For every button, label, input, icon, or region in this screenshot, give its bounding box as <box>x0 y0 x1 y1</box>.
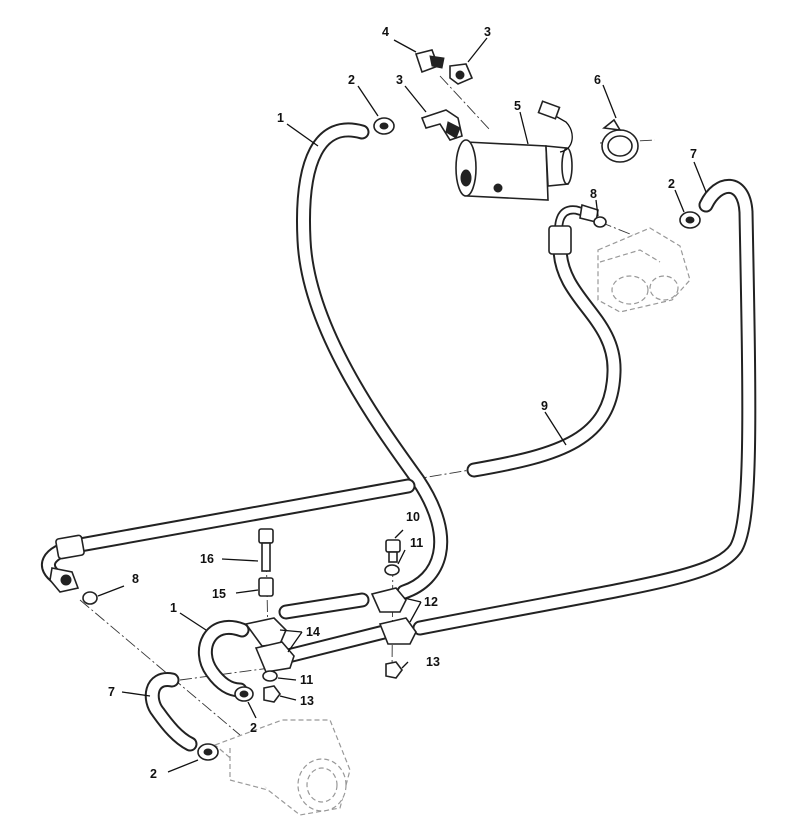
callout-9: 9 <box>541 399 548 413</box>
clamp-2-bottom <box>197 743 219 761</box>
callout-11-upper: 11 <box>410 536 423 550</box>
nut-13-right <box>385 661 403 679</box>
washer-11-upper <box>384 564 400 576</box>
callout-8-left: 8 <box>132 572 139 586</box>
ghost-filter-housing <box>597 227 691 313</box>
bolt-16 <box>258 528 274 572</box>
callout-1-lower: 1 <box>170 601 177 615</box>
hose-7-right <box>412 178 757 636</box>
clamp-2-lower <box>234 686 254 702</box>
left-tube-fitting <box>49 534 85 593</box>
callout-15: 15 <box>212 587 226 601</box>
callout-14: 14 <box>306 625 320 639</box>
hose-1-upper <box>296 122 449 600</box>
callout-16: 16 <box>200 552 214 566</box>
callout-11-lower: 11 <box>300 673 313 687</box>
callout-7-left: 7 <box>108 685 115 699</box>
callout-7-right: 7 <box>690 147 697 161</box>
tube-9-fitting <box>548 203 599 255</box>
hose-1-lower <box>197 620 250 698</box>
ghost-lower-assembly <box>213 719 351 816</box>
fitting-3-upper <box>449 63 474 85</box>
metal-tube-long <box>41 478 416 586</box>
callout-2-right: 2 <box>668 177 675 191</box>
short-tubes <box>278 592 392 664</box>
callout-3-lower: 3 <box>396 73 403 87</box>
fitting-3-lower <box>420 109 463 141</box>
callout-2-bottom: 2 <box>150 767 157 781</box>
spacer-15 <box>258 577 274 597</box>
callout-13-lower: 13 <box>300 694 314 708</box>
callout-1-top: 1 <box>277 111 284 125</box>
clamps-12 <box>370 587 417 645</box>
callout-10: 10 <box>406 510 420 524</box>
bolt-10 <box>385 539 401 563</box>
hose-7-left <box>144 672 198 752</box>
washer-11-lower <box>262 670 278 682</box>
callout-5: 5 <box>514 99 521 113</box>
part-6-clamp <box>601 118 639 163</box>
callout-labels: 1 2 3 4 3 5 6 7 2 8 9 10 11 12 13 16 15 … <box>108 25 697 781</box>
callout-8-upper: 8 <box>590 187 597 201</box>
hose-9 <box>466 242 622 478</box>
washer-8-left <box>82 591 98 605</box>
callout-2-lower: 2 <box>250 721 257 735</box>
clamps-14 <box>244 617 295 673</box>
callout-2-top: 2 <box>348 73 355 87</box>
callout-leaders <box>97 37 707 773</box>
callout-4: 4 <box>382 25 389 39</box>
nut-13-lower <box>263 685 281 703</box>
fitting-4 <box>414 49 445 74</box>
part-5-block <box>455 100 573 201</box>
clamp-2-top <box>373 117 395 135</box>
clamp-2-right <box>679 211 701 229</box>
callout-13-right: 13 <box>426 655 440 669</box>
callout-6: 6 <box>594 73 601 87</box>
callout-12: 12 <box>424 595 438 609</box>
washer-8-upper <box>593 216 607 228</box>
callout-3-upper: 3 <box>484 25 491 39</box>
